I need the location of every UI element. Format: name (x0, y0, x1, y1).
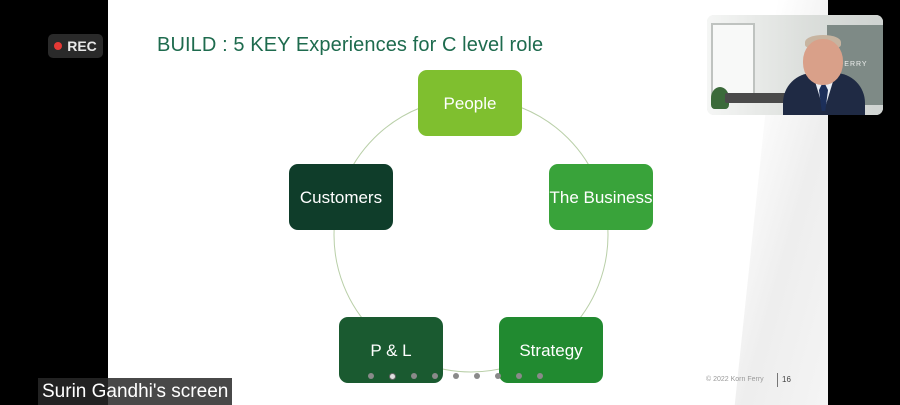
pager-dot[interactable] (411, 373, 417, 379)
pager-dot[interactable] (537, 373, 543, 379)
footer-divider (777, 373, 778, 387)
pager-dot-active[interactable] (389, 373, 396, 380)
presenter-tie (819, 81, 828, 111)
pager-dot[interactable] (432, 373, 438, 379)
node-customers: Customers (289, 164, 393, 230)
pager-dot[interactable] (453, 373, 459, 379)
node-strategy: Strategy (499, 317, 603, 383)
slide-pager (368, 373, 543, 380)
video-window (711, 23, 755, 97)
video-plant (711, 87, 729, 109)
node-people: People (418, 70, 522, 136)
participant-video-tile[interactable]: FERRY (707, 15, 883, 115)
screen-share-label: Surin Gandhi's screen (38, 378, 233, 405)
recording-label: REC (67, 38, 97, 54)
node-p-and-l: P & L (339, 317, 443, 383)
slide-copyright: © 2022 Korn Ferry (706, 376, 764, 383)
video-table (725, 93, 795, 103)
node-the-business: The Business (549, 164, 653, 230)
slide-title: BUILD : 5 KEY Experiences for C level ro… (157, 34, 544, 56)
pager-dot[interactable] (474, 373, 480, 379)
pager-dot[interactable] (368, 373, 374, 379)
pager-dot[interactable] (495, 373, 501, 379)
pager-dot[interactable] (516, 373, 522, 379)
video-logo-text: FERRY (839, 61, 868, 68)
recording-indicator[interactable]: REC (48, 34, 103, 58)
slide-page-number: 16 (782, 375, 791, 384)
record-dot-icon (54, 42, 63, 50)
presenter-head (803, 39, 843, 85)
